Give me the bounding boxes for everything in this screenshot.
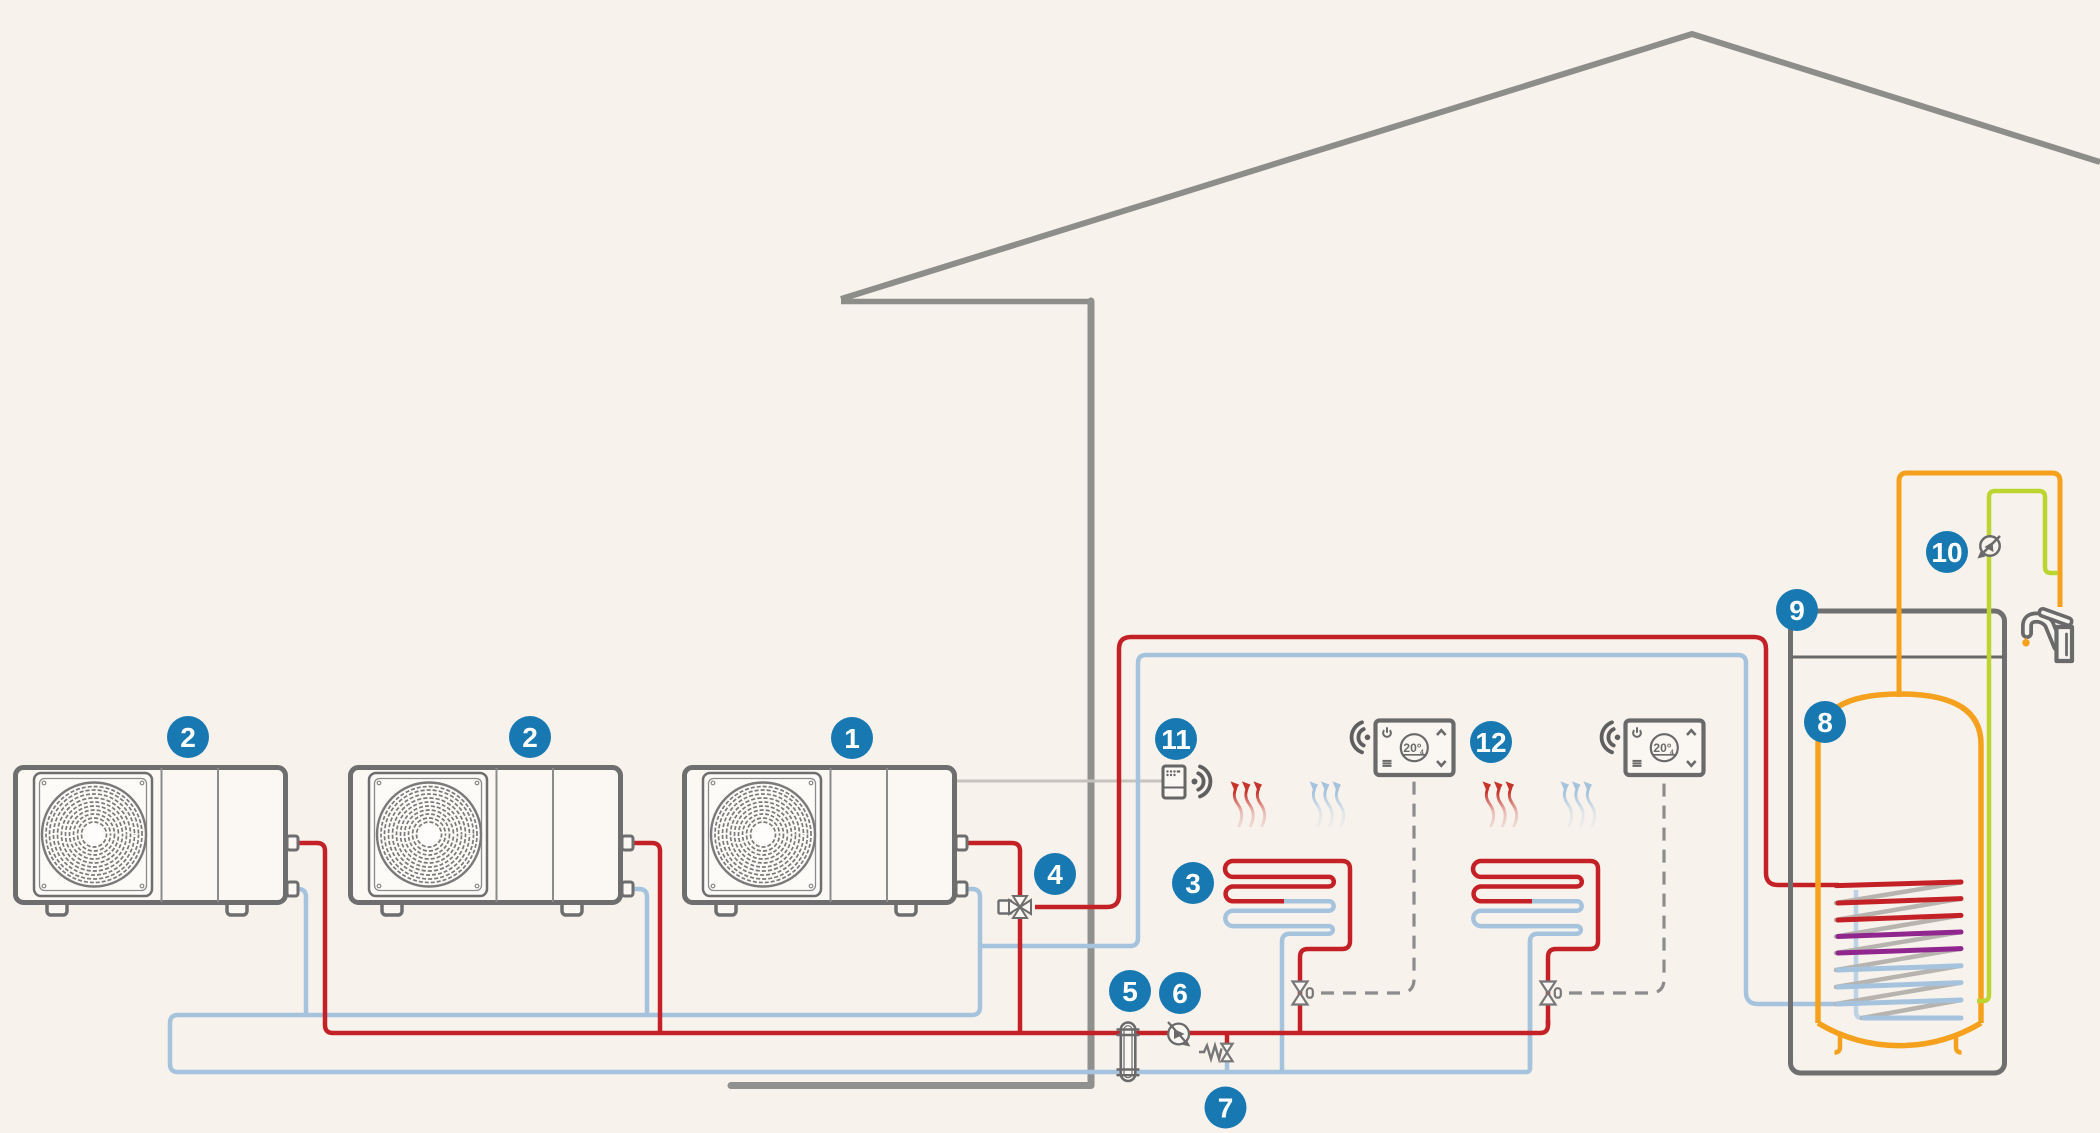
svg-text:20°: 20° xyxy=(1403,741,1421,755)
svg-text:9: 9 xyxy=(1789,595,1805,626)
svg-text:12: 12 xyxy=(1475,727,1506,758)
svg-text:11: 11 xyxy=(1161,724,1191,755)
svg-text:8: 8 xyxy=(1817,707,1833,738)
svg-text:5: 5 xyxy=(1122,976,1138,1007)
svg-text:1: 1 xyxy=(844,723,860,754)
svg-text:4: 4 xyxy=(1670,750,1674,757)
svg-text:2: 2 xyxy=(180,722,196,753)
svg-text:4: 4 xyxy=(1047,859,1063,890)
svg-text:3: 3 xyxy=(1185,868,1201,899)
svg-text:2: 2 xyxy=(522,722,538,753)
svg-text:7: 7 xyxy=(1218,1093,1234,1124)
svg-text:6: 6 xyxy=(1172,978,1188,1009)
svg-text:4: 4 xyxy=(1420,750,1424,757)
svg-text:20°: 20° xyxy=(1653,741,1671,755)
svg-text:10: 10 xyxy=(1931,537,1962,568)
